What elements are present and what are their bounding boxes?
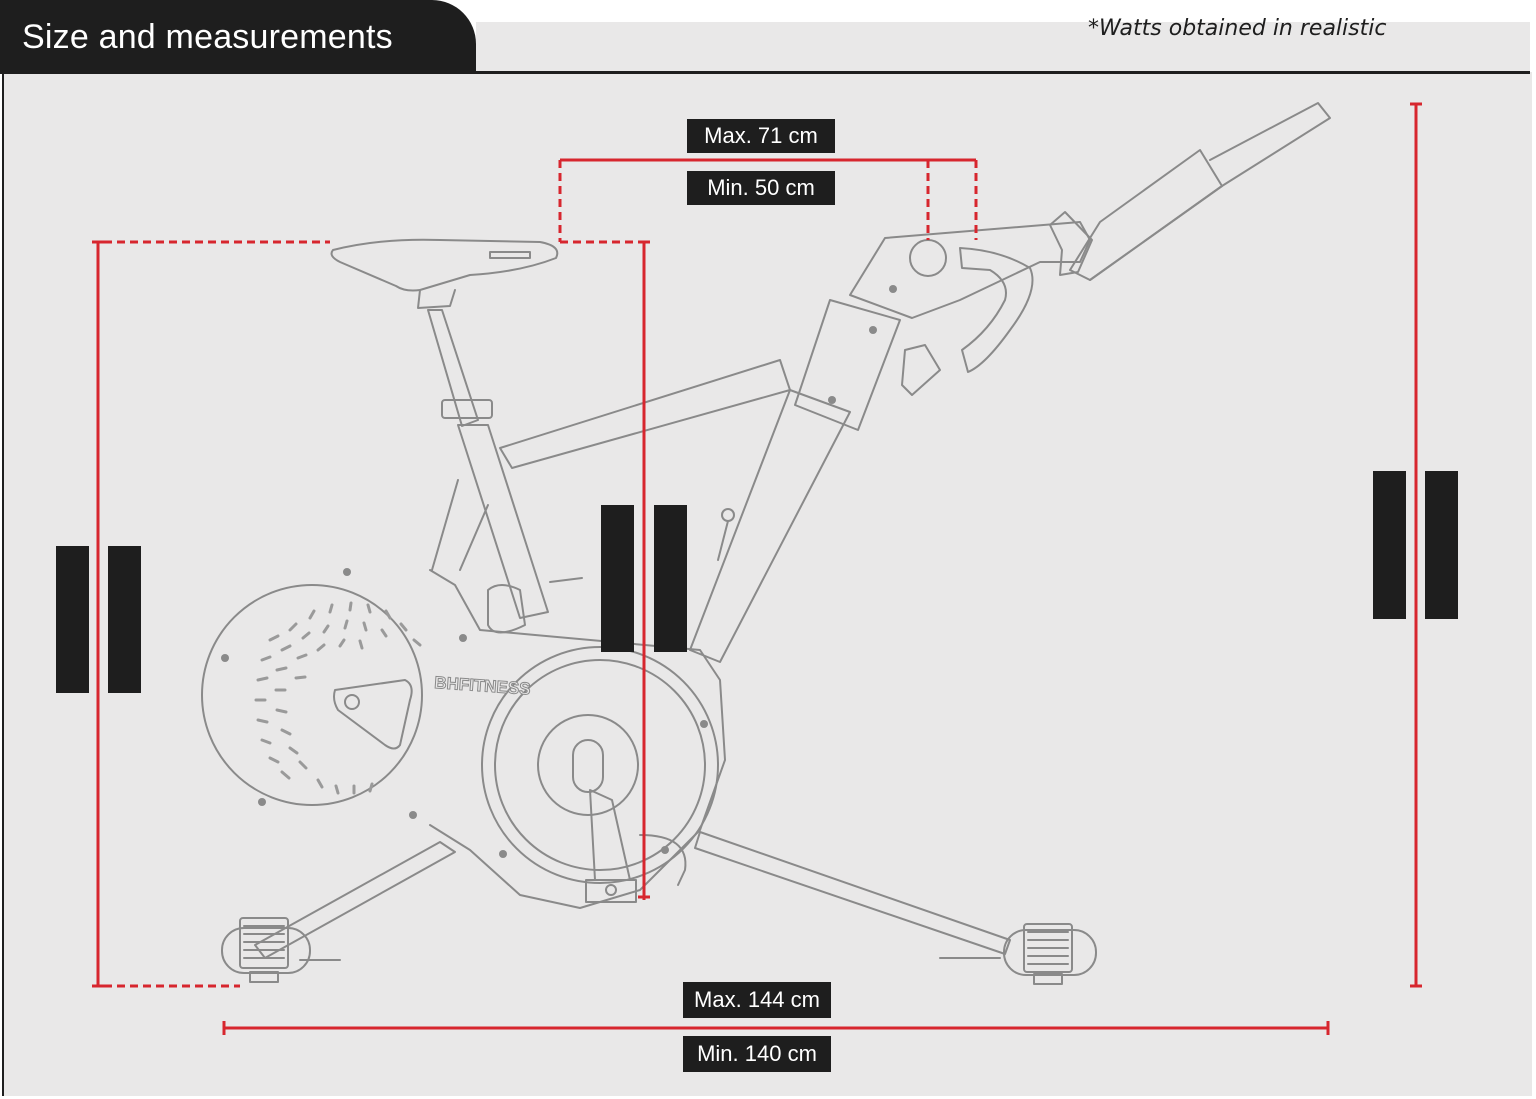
front-leg [694,831,1011,955]
front-foot [1003,923,1097,985]
reach-min-label: Min. 50 cm [687,171,835,205]
rear-foot [221,917,311,983]
header-band [476,22,1530,72]
header-tab: Size and measurements [0,0,476,74]
crank-disc [481,646,719,884]
seat-height-marker-right [108,546,141,693]
vent-pattern [254,601,422,795]
header-rule [476,71,1530,74]
page-title: Size and measurements [22,17,393,56]
saddle-drop-marker-right [654,505,687,652]
saddle-drop-marker-left [601,505,634,652]
brand-logo: BHFITNESS [434,673,531,699]
length-max-label: Max. 144 cm [683,982,831,1018]
flywheel-housing [201,584,423,806]
console [1069,149,1223,281]
seat-post [427,309,479,427]
seat-height-marker-left [56,546,89,693]
total-height-marker-left [1373,471,1406,619]
reach-max-label: Max. 71 cm [687,119,835,153]
bike-line-art [201,102,1331,985]
watts-note: *Watts obtained in realistic [1088,16,1387,41]
saddle [330,238,559,292]
head-tube [689,389,851,663]
total-height-marker-right [1425,471,1458,619]
length-min-label: Min. 140 cm [683,1036,831,1072]
dimension-markers [56,471,1458,693]
dimension-lines [92,102,1422,1035]
seat-tube [457,424,549,619]
rear-leg [254,841,456,959]
stem [849,221,1091,319]
